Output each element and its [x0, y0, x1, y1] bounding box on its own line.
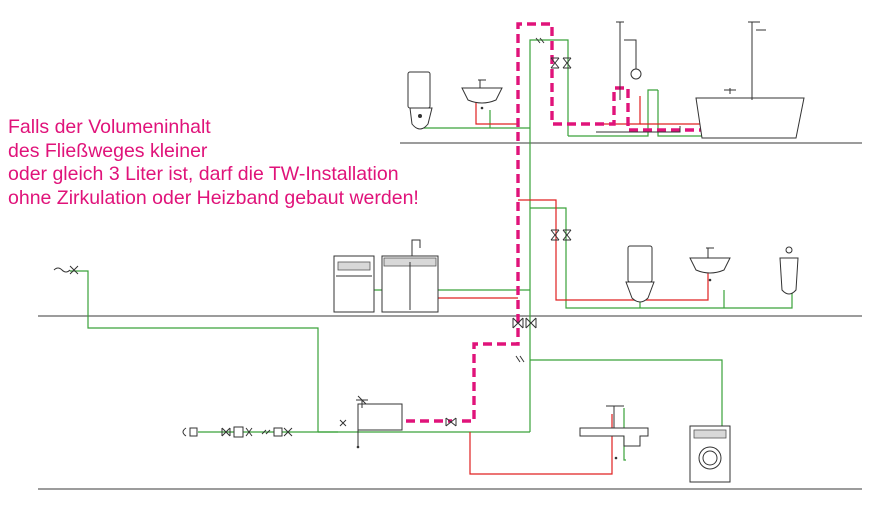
wc-icon	[407, 71, 431, 109]
utility-sink-icon	[579, 427, 649, 447]
washing-machine	[689, 425, 731, 483]
flow-path-highlight	[378, 22, 724, 423]
annotation-line-4: ohne Zirkulation oder Heizband gebaut we…	[8, 186, 419, 209]
washbasin-top	[461, 79, 503, 110]
urinal	[779, 246, 799, 295]
riser-valves	[445, 37, 572, 427]
backflow-preventer-icon	[245, 427, 253, 437]
annotation-line-1: Falls der Volumeninhalt	[8, 116, 211, 138]
annotation-line-2: des Fließweges kleiner	[8, 139, 208, 162]
wc-middle	[625, 245, 655, 303]
water-heater-icon	[357, 403, 403, 431]
washbasin-middle	[689, 247, 731, 282]
annotation-line-3: oder gleich 3 Liter ist, darf die TW-Ins…	[8, 163, 399, 185]
outside-supply	[53, 265, 79, 275]
cold-water-network	[70, 39, 793, 461]
wc-top	[407, 71, 433, 130]
kitchen-sink-unit	[381, 239, 439, 313]
urinal-icon	[779, 257, 799, 295]
shower-icon	[616, 21, 637, 100]
bathtub-icon	[695, 97, 805, 139]
dishwasher	[333, 255, 375, 313]
washbasin-icon	[461, 87, 503, 104]
water-meter-icon	[182, 427, 187, 437]
house-connection-assembly	[182, 395, 403, 449]
shower-top	[596, 21, 681, 133]
valve-icon	[221, 427, 231, 437]
annotation-text: Falls der Volumeninhalt des Fließweges k…	[8, 116, 528, 210]
bathtub-top	[695, 21, 805, 139]
filter-icon	[233, 426, 244, 438]
utility-sink	[579, 405, 649, 460]
pressure-reducer-icon	[273, 427, 283, 437]
